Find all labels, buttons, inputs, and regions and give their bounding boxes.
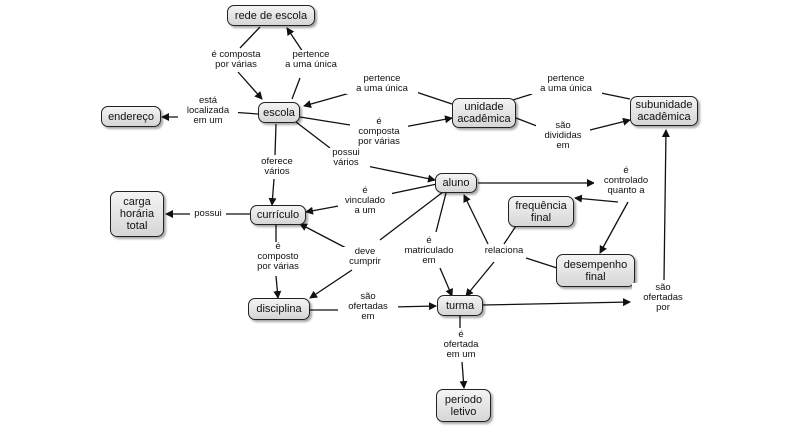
edge-devecumprir-curriculo (299, 223, 347, 249)
link-possui: possui (190, 209, 226, 219)
link-e-composto-por-varias: é composto por várias (246, 242, 310, 272)
link-sao-ofertadas-em: são ofertadas em (338, 292, 398, 322)
edge-escola-ecomposta (299, 116, 351, 126)
concept-rede-de-escola: rede de escola (227, 5, 315, 26)
concept-curriculo: currículo (250, 205, 306, 225)
concept-unidade-academica: unidade acadêmica (452, 98, 516, 128)
edge-matriculado-turma (439, 267, 453, 297)
link-e-ofertada-em-um: é ofertada em um (432, 330, 490, 360)
link-oferece-varios: oferece vários (250, 157, 304, 177)
edge-rede-composta (239, 26, 261, 49)
edge-turma-ofertadaspor (482, 298, 631, 307)
concept-frequencia-final: frequência final (508, 196, 574, 227)
edge-escola-oferece (274, 123, 277, 156)
link-deve-cumprir: deve cumprir (340, 247, 390, 267)
edge-ofertadaemum-periodo (459, 361, 468, 389)
concept-turma: turma (437, 295, 483, 316)
link-pertence-a-uma-unica-escola: pertence a uma única (346, 74, 418, 94)
link-e-matriculado-em: é matriculado em (398, 236, 460, 266)
link-sao-divididas-em: são divididas em (536, 121, 590, 151)
edge-frequencia-relaciona (503, 225, 517, 245)
edge-aluno-devecumprir (379, 191, 444, 241)
edge-unidade-pertence (415, 91, 453, 105)
link-possui-varios: possui vários (322, 148, 370, 168)
edge-ecomposta-unidade (403, 115, 453, 128)
concept-escola: escola (258, 102, 300, 123)
link-relaciona: relaciona (478, 246, 530, 256)
link-esta-localizada-em-um: está localizada em um (178, 96, 238, 126)
edge-pertence-rede (286, 27, 304, 53)
edge-escola-possui (295, 121, 331, 149)
edge-escola-pertence (291, 77, 301, 100)
edge-divididas-subunidade (585, 117, 631, 132)
edge-pertence-escola (303, 92, 351, 108)
edge-devecumprir-disciplina (309, 269, 353, 299)
edge-oferece-curriculo (268, 178, 277, 206)
concept-periodo-letivo: período letivo (436, 389, 491, 422)
link-pertence-a-uma-unica-unidade: pertence a uma única (530, 74, 602, 94)
edge-controlado-desempenho (599, 201, 629, 254)
link-e-composta-por-varias-unidades: é composta por várias (350, 117, 408, 147)
link-e-controlado-quanto-a: é controlado quanto a (594, 166, 658, 196)
concept-disciplina: disciplina (248, 298, 310, 320)
edge-vinculado-curriculo (305, 204, 345, 215)
link-sao-ofertadas-por: são ofertadas por (632, 283, 694, 313)
edge-ofertadaspor-subunidade (661, 129, 670, 281)
edge-possui-aluno (361, 164, 436, 183)
concept-desempenho-final: desempenho final (556, 254, 635, 287)
concept-endereco: endereço (101, 106, 161, 127)
link-e-composta-por-varias: é composta por várias (200, 50, 272, 70)
concept-aluno: aluno (435, 173, 477, 193)
edge-composta-escola (237, 71, 263, 100)
edge-relaciona-aluno (463, 194, 489, 245)
edge-ofertadas-turma (391, 302, 437, 311)
edge-relaciona-turma (465, 261, 495, 297)
concept-subunidade-academica: subunidade acadêmica (630, 96, 698, 126)
edge-composto-disciplina (273, 275, 282, 299)
edge-aluno-matriculado (435, 192, 447, 233)
link-pertence-a-uma-unica-rede: pertence a uma única (280, 50, 342, 70)
concept-carga-horaria-total: carga horária total (110, 191, 164, 237)
link-e-vinculado-a-um: é vinculado a um (338, 186, 392, 216)
edge-controlado-frequencia (574, 194, 619, 203)
edge-desempenho-relaciona (525, 257, 558, 269)
